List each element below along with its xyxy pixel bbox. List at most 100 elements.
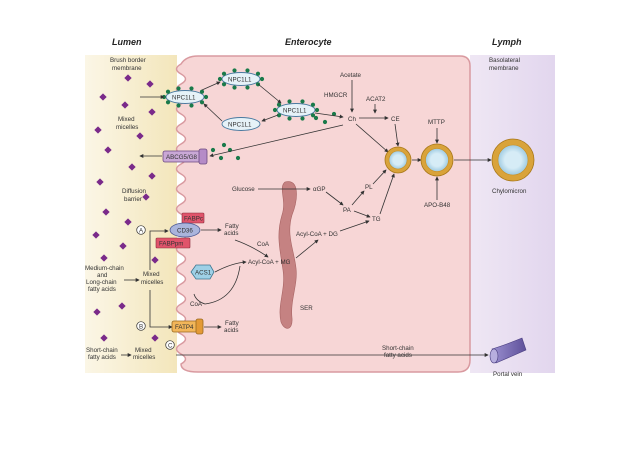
label-glucose: Glucose xyxy=(232,186,255,193)
label-short-chain-right-2: fatty acids xyxy=(384,352,412,359)
arrow-mg-to-dg xyxy=(295,239,319,259)
cholesterol-dot xyxy=(199,100,205,105)
label-coa-1: CoA xyxy=(257,241,270,248)
micelle-particle xyxy=(128,163,136,171)
label-pl: PL xyxy=(365,184,373,191)
micelle-particle xyxy=(100,334,108,342)
cholesterol-dot xyxy=(221,82,227,87)
arrow-vesicle-to-recycle xyxy=(261,114,279,122)
chylomicron xyxy=(491,138,535,182)
label-diffusion-barrier-1: Diffusion xyxy=(122,188,147,195)
micelle-particle xyxy=(96,178,104,186)
npc1l1-upper-label: NPC1L1 xyxy=(228,77,252,84)
cholesterol-dot xyxy=(232,85,237,90)
cholesterol-dot xyxy=(300,116,305,121)
micelle-particle xyxy=(118,302,126,310)
cholesterol-dot xyxy=(221,71,227,76)
lumen-region xyxy=(85,55,177,373)
cholesterol-dot xyxy=(287,116,292,121)
cholesterol-dot xyxy=(176,103,181,108)
pathway-marker-b: B xyxy=(139,324,143,331)
cholesterol-dot xyxy=(218,155,224,161)
micelle-particle xyxy=(151,256,159,264)
arrow-dg-to-tg xyxy=(339,220,370,232)
pathway-marker-a-circle xyxy=(136,225,146,235)
cholesterol-dot xyxy=(255,71,261,76)
abcg5g8-label: ABCG5/G8 xyxy=(166,154,198,161)
cholesterol-dot xyxy=(221,142,227,148)
cholesterol-dot xyxy=(331,111,337,117)
micelle-particle xyxy=(100,254,108,262)
fabppm-protein: FABPpm xyxy=(155,237,191,249)
label-mixed-micelles-low-1: Mixed xyxy=(135,347,152,354)
pre-chylomicron-particle xyxy=(384,146,412,174)
label-mixed-micelles-2: micelles xyxy=(116,124,138,131)
label-medium-long-2: and xyxy=(97,272,108,279)
pathway-marker-a: A xyxy=(139,228,144,235)
smooth-er xyxy=(278,181,297,329)
arrow-tg-to-particle xyxy=(379,173,395,215)
fabpc-protein: FABPc xyxy=(181,212,205,224)
micelle-particle xyxy=(148,108,156,116)
micelle-particle xyxy=(124,74,132,82)
label-mttp: MTTP xyxy=(428,119,445,126)
coa-cycle-curve xyxy=(193,265,241,305)
npc1l1-upper: NPC1L1 xyxy=(221,72,261,86)
label-short-chain-1: Short-chain xyxy=(86,347,118,354)
fatp4-transporter: FATP4 xyxy=(171,318,204,335)
arrow-micelles-to-fatp4 xyxy=(149,290,173,329)
label-chylomicron: Chylomicron xyxy=(492,188,527,195)
label-ser: SER xyxy=(300,305,313,312)
cholesterol-dot xyxy=(235,155,241,161)
fabppm-label: FABPpm xyxy=(159,241,183,248)
cholesterol-dot xyxy=(300,99,305,104)
micelle-particle xyxy=(136,132,144,140)
pathway-marker-c: C xyxy=(168,343,173,350)
cd36-protein: CD36 xyxy=(169,222,201,238)
portal-vein xyxy=(489,337,527,364)
label-agp: αGP xyxy=(313,186,326,193)
cholesterol-dot xyxy=(272,107,278,113)
cholesterol-dot xyxy=(199,89,205,94)
label-medium-long-4: fatty acids xyxy=(88,286,116,293)
cholesterol-dot xyxy=(322,119,328,125)
label-medium-long-1: Medium-chain xyxy=(85,265,124,272)
cholesterol-dot xyxy=(210,147,216,153)
micelle-particle xyxy=(93,308,101,316)
header-enterocyte: Enterocyte xyxy=(285,37,332,47)
nascent-chylomicron-particle xyxy=(420,143,454,177)
fatp4-label: FATP4 xyxy=(175,324,194,331)
label-diffusion-barrier-2: barrier xyxy=(124,196,142,203)
cholesterol-dot xyxy=(276,113,282,118)
label-coa-2: CoA xyxy=(190,301,203,308)
lymph-region xyxy=(470,55,555,373)
cd36-label: CD36 xyxy=(177,228,193,235)
npc1l1-vesicle: NPC1L1 xyxy=(276,103,316,117)
label-brush-border-2: membrane xyxy=(112,65,142,72)
npc1l1-membrane-label: NPC1L1 xyxy=(172,95,196,102)
arrow-ch-to-particle xyxy=(355,123,389,153)
cholesterol-dot xyxy=(310,113,316,118)
npc1l1-recycle: NPC1L1 xyxy=(221,117,261,131)
cholesterol-dot xyxy=(189,103,194,108)
arrow-ce-to-particle xyxy=(394,123,400,147)
cholesterol-dot xyxy=(165,100,171,105)
fabpc-label: FABPc xyxy=(184,216,203,223)
npc1l1-vesicle-label: NPC1L1 xyxy=(283,108,307,115)
cholesterol-dot xyxy=(310,102,316,107)
label-ch: Ch xyxy=(348,116,356,123)
label-acyl-coa-dg: Acyl-CoA + DG xyxy=(296,231,338,238)
cholesterol-dot xyxy=(165,89,171,94)
micelle-particle xyxy=(119,242,127,250)
acs1-label: ACS1 xyxy=(195,270,212,277)
micelle-particle xyxy=(102,208,110,216)
cholesterol-dot xyxy=(176,86,181,91)
arrow-pa-to-tg xyxy=(353,210,371,218)
label-fatty-acids-1a: Fatty xyxy=(225,223,240,230)
label-pa: PA xyxy=(343,207,352,214)
arrow-micelles-to-cd36 xyxy=(149,229,169,270)
micelle-particle xyxy=(148,172,156,180)
arrow-pl-to-particle xyxy=(372,169,387,185)
arrow-fatty-acids-to-mg xyxy=(234,239,269,258)
label-basolateral-1: Basolateral xyxy=(489,57,520,64)
